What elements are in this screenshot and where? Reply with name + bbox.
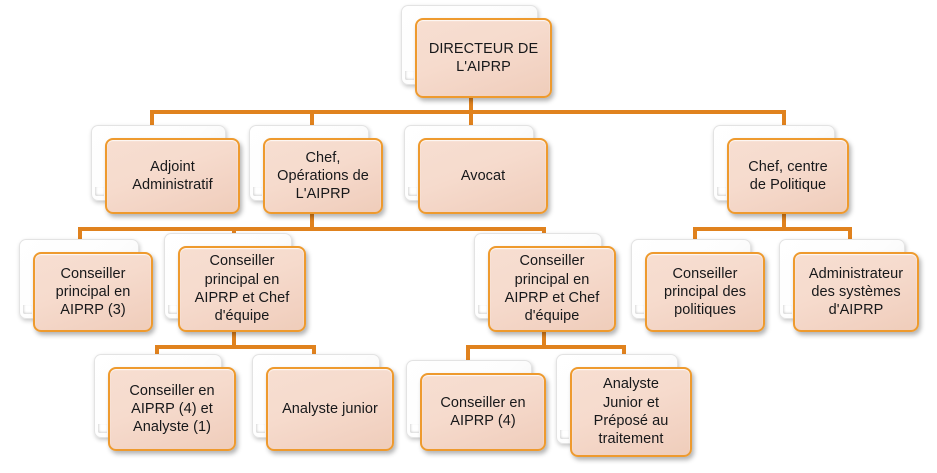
node-front-card: Conseiller en AIPRP (4) (420, 373, 546, 451)
connector-level3-left-bus (155, 345, 316, 349)
node-label: Conseiller principal en AIPRP (3) (55, 265, 131, 319)
node-chef-operations[interactable]: Chef, Opérations de L'AIPRP (249, 125, 383, 214)
node-director[interactable]: DIRECTEUR DE L'AIPRP (401, 5, 552, 98)
page-curl-icon (168, 305, 177, 314)
node-conseiller-principal-chef-equipe-1[interactable]: Conseiller principal en AIPRP et Chef d'… (164, 233, 306, 332)
node-front-card: Chef, centre de Politique (727, 138, 849, 214)
node-chef-centre-politique[interactable]: Chef, centre de Politique (713, 125, 849, 214)
node-front-card: Chef, Opérations de L'AIPRP (263, 138, 383, 214)
page-curl-icon (783, 305, 792, 314)
node-front-card: Conseiller principal en AIPRP et Chef d'… (488, 246, 616, 332)
node-label: Analyste Junior et Préposé au traitement (593, 376, 669, 448)
page-curl-icon (253, 187, 262, 196)
node-avocat[interactable]: Avocat (404, 125, 548, 214)
node-analyste-junior-prepose[interactable]: Analyste Junior et Préposé au traitement (556, 354, 692, 457)
node-label: Administrateur des systèmes d'AIPRP (808, 265, 904, 319)
connector-drop-chef-operations (310, 110, 314, 133)
node-front-card: Conseiller en AIPRP (4) et Analyste (1) (108, 367, 236, 451)
connector-level3-right-bus (466, 345, 626, 349)
node-label: Conseiller principal en AIPRP et Chef d'… (504, 253, 600, 325)
page-curl-icon (256, 424, 265, 433)
node-front-card: Analyste Junior et Préposé au traitement (570, 367, 692, 457)
node-front-card: Conseiller principal des politiques (645, 252, 765, 332)
node-label: Conseiller en AIPRP (4) et Analyste (1) (129, 382, 215, 436)
page-curl-icon (405, 71, 414, 80)
connector-level2-left-bus (78, 227, 546, 231)
node-front-card: Conseiller principal en AIPRP et Chef d'… (178, 246, 306, 332)
node-front-card: Administrateur des systèmes d'AIPRP (793, 252, 919, 332)
node-conseiller-aiprp-4[interactable]: Conseiller en AIPRP (4) (406, 360, 546, 451)
node-conseiller-aiprp-4-analyste-1[interactable]: Conseiller en AIPRP (4) et Analyste (1) (94, 354, 236, 451)
connector-chef-equipe2-stem (542, 331, 546, 347)
page-curl-icon (23, 305, 32, 314)
page-curl-icon (635, 305, 644, 314)
page-curl-icon (410, 424, 419, 433)
connector-drop-chef-centre-politique (782, 110, 786, 133)
node-front-card: Avocat (418, 138, 548, 214)
node-conseiller-principal-politiques[interactable]: Conseiller principal des politiques (631, 239, 765, 332)
node-analyste-junior[interactable]: Analyste junior (252, 354, 394, 451)
connector-chef-centre-politique-stem (782, 213, 786, 230)
node-label: Chef, centre de Politique (748, 158, 828, 193)
page-curl-icon (717, 187, 726, 196)
connector-chef-equipe1-stem (232, 331, 236, 347)
node-front-card: DIRECTEUR DE L'AIPRP (415, 18, 552, 98)
connector-director-stem (469, 97, 473, 113)
node-front-card: Analyste junior (266, 367, 394, 451)
node-conseiller-principal-aiprp-3[interactable]: Conseiller principal en AIPRP (3) (19, 239, 153, 332)
node-label: Avocat (460, 167, 506, 184)
connector-drop-adjoint (150, 110, 154, 133)
connector-drop-avocat (469, 110, 473, 133)
node-label: DIRECTEUR DE L'AIPRP (428, 40, 539, 75)
connector-level2-right-bus (693, 227, 852, 231)
connector-chef-operations-stem (310, 213, 314, 230)
node-adjoint-administratif[interactable]: Adjoint Administratif (91, 125, 240, 214)
node-label: Analyste junior (282, 400, 378, 417)
node-conseiller-principal-chef-equipe-2[interactable]: Conseiller principal en AIPRP et Chef d'… (474, 233, 616, 332)
node-label: Adjoint Administratif (132, 158, 213, 193)
node-label: Conseiller principal des politiques (663, 265, 747, 319)
page-curl-icon (478, 305, 487, 314)
node-label: Conseiller en AIPRP (4) (440, 394, 526, 429)
page-curl-icon (95, 187, 104, 196)
node-label: Conseiller principal en AIPRP et Chef d'… (194, 253, 290, 325)
page-curl-icon (408, 187, 417, 196)
page-curl-icon (560, 430, 569, 439)
node-administrateur-systemes[interactable]: Administrateur des systèmes d'AIPRP (779, 239, 919, 332)
connector-drop-conseiller-aiprp4 (466, 345, 470, 367)
node-front-card: Adjoint Administratif (105, 138, 240, 214)
node-front-card: Conseiller principal en AIPRP (3) (33, 252, 153, 332)
node-label: Chef, Opérations de L'AIPRP (277, 149, 369, 203)
page-curl-icon (98, 424, 107, 433)
connector-level1-bus (150, 110, 786, 114)
